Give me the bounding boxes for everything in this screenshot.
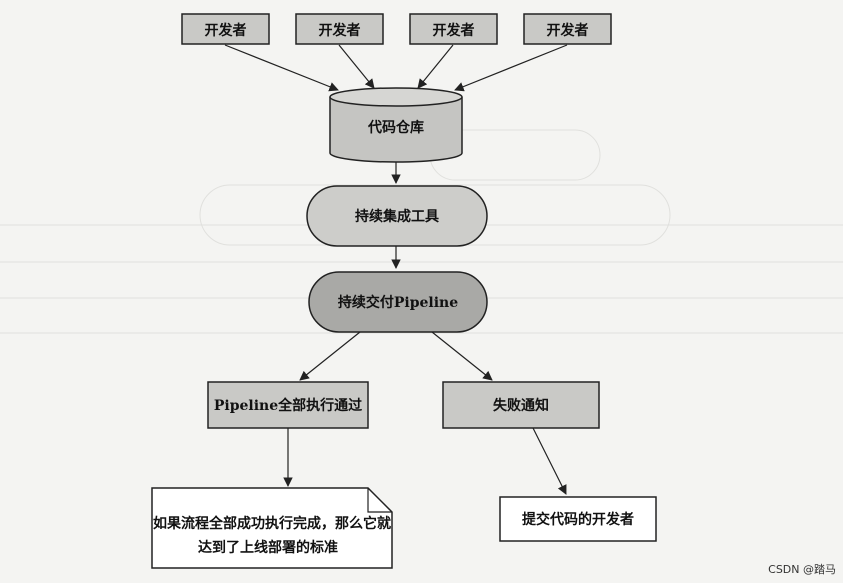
developer-label: 开发者 <box>433 22 475 39</box>
failure-notice-node: 失败通知 <box>442 381 600 429</box>
arrow-dev1-repo <box>224 44 339 92</box>
developer-box-4: 开发者 <box>523 13 612 45</box>
arrow-cd-fail <box>431 331 493 381</box>
pipeline-pass-node: Pipeline全部执行通过 <box>207 381 369 429</box>
release-note-line-2: 达到了上线部署的标准 <box>198 539 338 556</box>
pipeline-pass-label: Pipeline全部执行通过 <box>214 397 362 414</box>
developer-label: 开发者 <box>319 22 361 39</box>
arrow-dev2-repo <box>338 44 375 89</box>
release-note-line-1: 如果流程全部成功执行完成，那么它就 <box>153 515 391 532</box>
release-criteria-note: 如果流程全部成功执行完成，那么它就 达到了上线部署的标准 <box>151 487 393 569</box>
failure-notice-label: 失败通知 <box>493 397 549 414</box>
developer-label: 开发者 <box>547 22 589 39</box>
cd-pipeline-label: 持续交付Pipeline <box>338 294 458 311</box>
arrow-cd-pass <box>299 331 361 381</box>
developer-box-1: 开发者 <box>181 13 270 45</box>
arrow-fail-committer <box>532 427 567 495</box>
committer-node: 提交代码的开发者 <box>499 496 657 542</box>
cd-pipeline-node: 持续交付Pipeline <box>308 271 488 333</box>
developer-box-3: 开发者 <box>409 13 498 45</box>
repository-label: 代码仓库 <box>367 119 424 136</box>
committer-label: 提交代码的开发者 <box>522 511 634 528</box>
code-repository: 代码仓库 <box>329 87 463 163</box>
ci-tool-label: 持续集成工具 <box>355 208 439 225</box>
arrow-dev4-repo <box>454 44 568 92</box>
arrow-dev3-repo <box>417 44 454 89</box>
watermark: CSDN @踏马 <box>768 562 836 576</box>
developer-label: 开发者 <box>205 22 247 39</box>
developer-box-2: 开发者 <box>295 13 384 45</box>
ci-tool-node: 持续集成工具 <box>306 185 488 247</box>
